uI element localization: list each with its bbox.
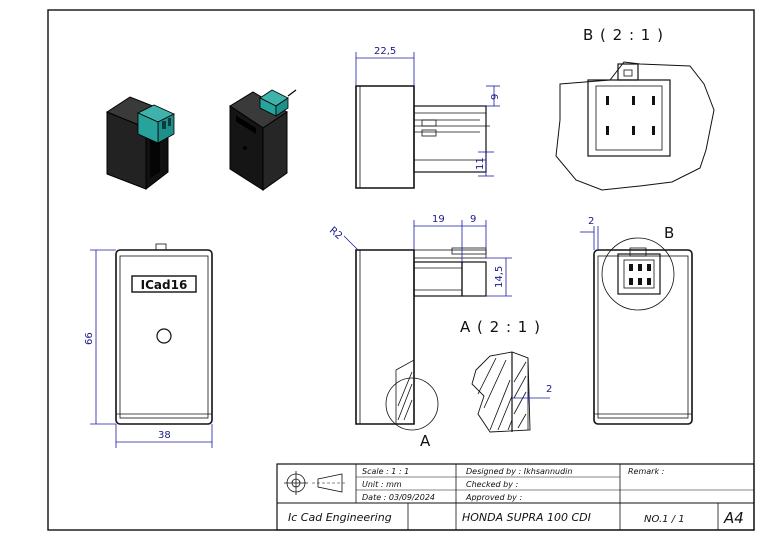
title-block: Scale : 1 : 1 Unit : mm Date : 03/09/202… [276,463,755,531]
top-view-dimensions: 22,5 9 11 [355,46,501,177]
dim-side-d1: 19 [432,214,445,225]
dim-detail-a: 2 [546,384,552,395]
tb-approved-by: Approved by : [465,493,522,502]
tb-sheet-no: NO.1 / 1 [644,514,685,525]
dim-right: 2 [588,216,594,227]
dim-top-h1: 9 [490,94,501,100]
tb-checked-by: Checked by : [466,480,519,489]
front-hole [156,328,172,344]
dim-front-width: 38 [158,430,171,441]
tb-remark: Remark : [628,467,665,476]
tb-size: A4 [723,509,744,527]
front-view-dimensions: 66 38 [84,249,213,448]
side-view [355,247,487,431]
dim-radius: R2 [327,225,344,242]
front-label-text: ICad16 [141,278,188,292]
iso-view-left [105,96,175,191]
tb-title: HONDA SUPRA 100 CDI [462,511,591,524]
marker-b: B [664,224,675,242]
dim-side-d2: 9 [470,214,476,225]
front-view: ICad16 [115,243,213,425]
tb-scale: Scale : 1 : 1 [362,467,409,476]
projection-symbol-icon [284,471,346,495]
detail-view-a [471,351,550,433]
dim-top-h2: 11 [475,157,486,170]
view-b-label: B ( 2 : 1 ) [583,26,664,44]
tb-unit: Unit : mm [362,480,402,489]
detail-b-circle [601,237,675,311]
view-a-label: A ( 2 : 1 ) [460,318,541,336]
marker-a: A [420,432,431,450]
dim-top-width: 22,5 [374,46,396,57]
iso-view-right [229,89,297,191]
dim-side-h: 14,5 [494,266,505,288]
right-view [580,226,693,425]
tb-date: Date : 03/09/2024 [362,493,435,502]
detail-view-b [555,61,715,191]
detail-a-circle [385,377,439,431]
side-view-dimensions: 19 9 14,5 R2 [327,214,512,297]
dim-front-height: 66 [84,332,95,345]
tb-company: Ic Cad Engineering [288,511,392,524]
tb-designed-by: Designed by : Ikhsannudin [466,467,572,476]
top-view [355,85,490,189]
front-label-plate [131,275,197,293]
